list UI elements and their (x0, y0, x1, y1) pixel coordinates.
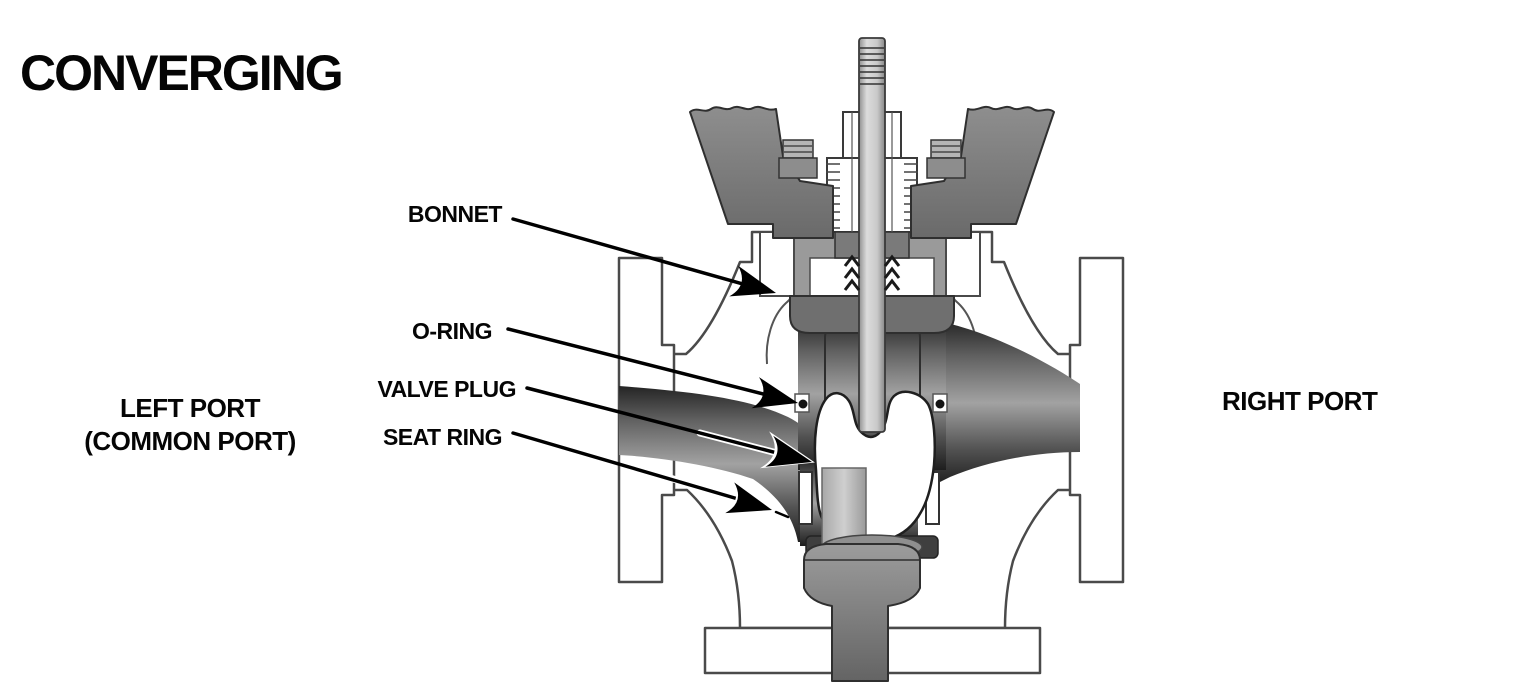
bottom-pedestal (803, 543, 921, 682)
yoke-bolt-left (778, 139, 818, 179)
label-bonnet: BONNET (408, 201, 503, 227)
stem-shaft (858, 37, 886, 433)
left-port-line1: LEFT PORT (120, 393, 261, 423)
valve-stem (858, 37, 886, 433)
right-flange (1068, 256, 1125, 584)
leader-arrow-seat-ring (511, 431, 790, 519)
packing-chevrons (843, 254, 901, 291)
diagram-title: CONVERGING (20, 45, 342, 101)
o-ring-left (798, 399, 808, 409)
leader-arrow-valve-plug (525, 386, 815, 469)
right-port-passage (932, 320, 1080, 486)
leader-arrows (506, 217, 815, 519)
pedestal-body (803, 543, 921, 682)
o-ring-right (935, 399, 945, 409)
leader-arrow-bonnet (511, 217, 776, 297)
label-o-ring: O-RING (412, 318, 492, 344)
label-right-port: RIGHT PORT (1222, 386, 1378, 416)
yoke-legs (689, 105, 1055, 239)
left-port-line2: (COMMON PORT) (84, 426, 296, 456)
leader-arrow-o-ring (506, 327, 798, 409)
stem-threads (860, 47, 884, 85)
label-left-port: LEFT PORT (COMMON PORT) (84, 393, 296, 456)
bonnet-lug-left (759, 231, 795, 297)
bonnet-lug-right (945, 231, 981, 297)
label-seat-ring: SEAT RING (383, 424, 502, 450)
yoke-bolt-right (926, 139, 966, 179)
label-valve-plug: VALVE PLUG (377, 376, 516, 402)
seat-ring-left-tab (798, 471, 813, 525)
